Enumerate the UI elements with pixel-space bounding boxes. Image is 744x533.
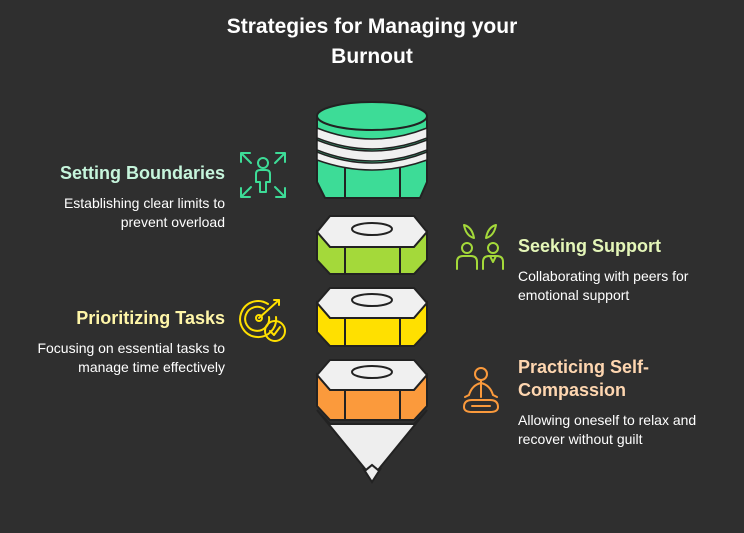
desc-line-2: recover without guilt [518, 431, 643, 447]
page-title: Strategies for Managing your Burnout [0, 12, 744, 72]
item-seeking-support: Seeking Support Collaborating with peers… [518, 235, 733, 305]
desc-line-1: Focusing on essential tasks to [37, 340, 225, 356]
heading-line-1: Practicing Self- [518, 357, 650, 377]
desc-line-2: manage time effectively [78, 359, 225, 375]
segment-yellow [315, 287, 429, 347]
item-description: Collaborating with peers for emotional s… [518, 267, 733, 305]
meditation-icon [463, 367, 499, 413]
desc-line-1: Collaborating with peers for [518, 268, 689, 284]
item-description: Establishing clear limits to prevent ove… [20, 194, 225, 232]
desc-line-2: emotional support [518, 287, 630, 303]
title-line-1: Strategies for Managing your [226, 15, 518, 38]
item-description: Focusing on essential tasks to manage ti… [10, 339, 225, 377]
title-line-2: Burnout [331, 45, 413, 68]
item-heading: Prioritizing Tasks [76, 308, 225, 328]
item-heading: Seeking Support [518, 236, 662, 256]
target-check-icon [239, 299, 286, 342]
item-prioritizing-tasks: Prioritizing Tasks Focusing on essential… [10, 307, 225, 377]
item-setting-boundaries: Setting Boundaries Establishing clear li… [20, 162, 225, 232]
expand-person-icon [240, 152, 286, 198]
pencil-tip [316, 409, 428, 484]
item-heading: Setting Boundaries [59, 163, 225, 183]
segment-lime [315, 215, 429, 275]
desc-line-2: prevent overload [120, 214, 225, 230]
segment-green [316, 101, 428, 199]
item-heading: Practicing Self- Compassion [518, 356, 733, 402]
segment-orange [315, 359, 429, 421]
item-self-compassion: Practicing Self- Compassion Allowing one… [518, 356, 733, 449]
desc-line-1: Establishing clear limits to [63, 195, 225, 211]
item-description: Allowing oneself to relax and recover wi… [518, 411, 733, 449]
heading-line-2: Compassion [518, 380, 627, 400]
people-talking-icon [456, 224, 504, 270]
desc-line-1: Allowing oneself to relax and [518, 412, 697, 428]
